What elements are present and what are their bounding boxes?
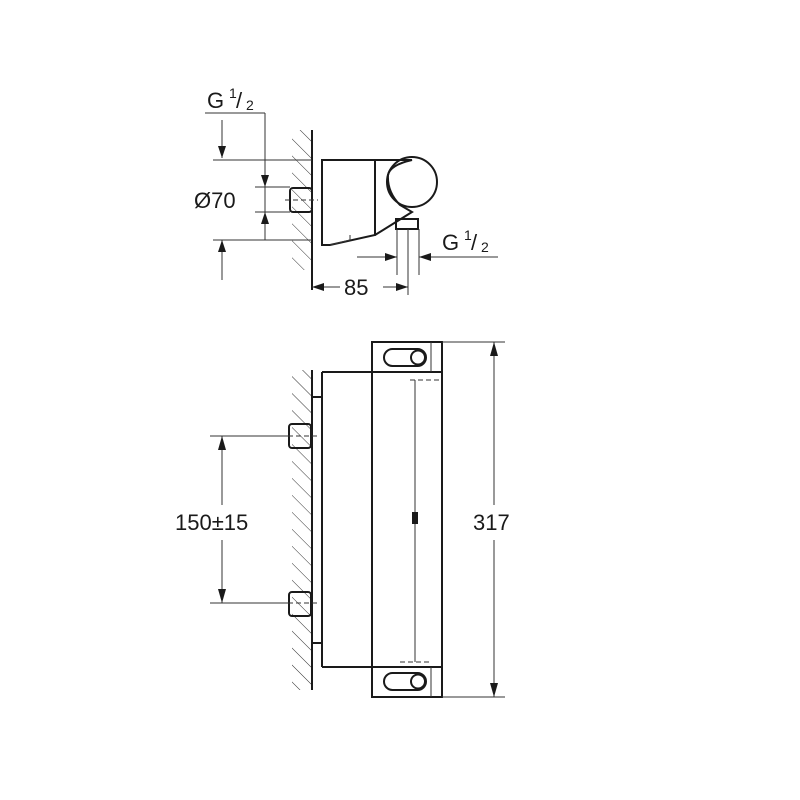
overall-height-label: 317 — [473, 510, 510, 535]
svg-text:/: / — [236, 88, 243, 113]
svg-text:/: / — [471, 230, 478, 255]
control-knob — [386, 156, 438, 208]
svg-text:2: 2 — [481, 239, 489, 255]
mixer-bar — [371, 371, 443, 668]
bottom-cap — [371, 666, 443, 698]
mixer-body — [321, 159, 376, 246]
diameter-label: Ø70 — [194, 188, 236, 213]
svg-text:2: 2 — [246, 97, 254, 113]
inlet-spacing-label: 150±15 — [175, 510, 248, 535]
depth-label: 85 — [344, 275, 368, 300]
wall-hatch-front — [292, 370, 312, 690]
side-view: G 1 / 2 Ø70 G 1 / 2 85 — [194, 85, 498, 300]
top-cap — [371, 341, 443, 373]
front-view: 150±15 317 — [175, 341, 510, 698]
svg-text:1: 1 — [464, 227, 472, 243]
top-thread-label: G — [207, 88, 224, 113]
outlet-thread-label: G — [442, 230, 459, 255]
inlet-stub-lower — [288, 591, 312, 617]
outlet-stub — [395, 218, 419, 230]
svg-text:1: 1 — [229, 85, 237, 101]
